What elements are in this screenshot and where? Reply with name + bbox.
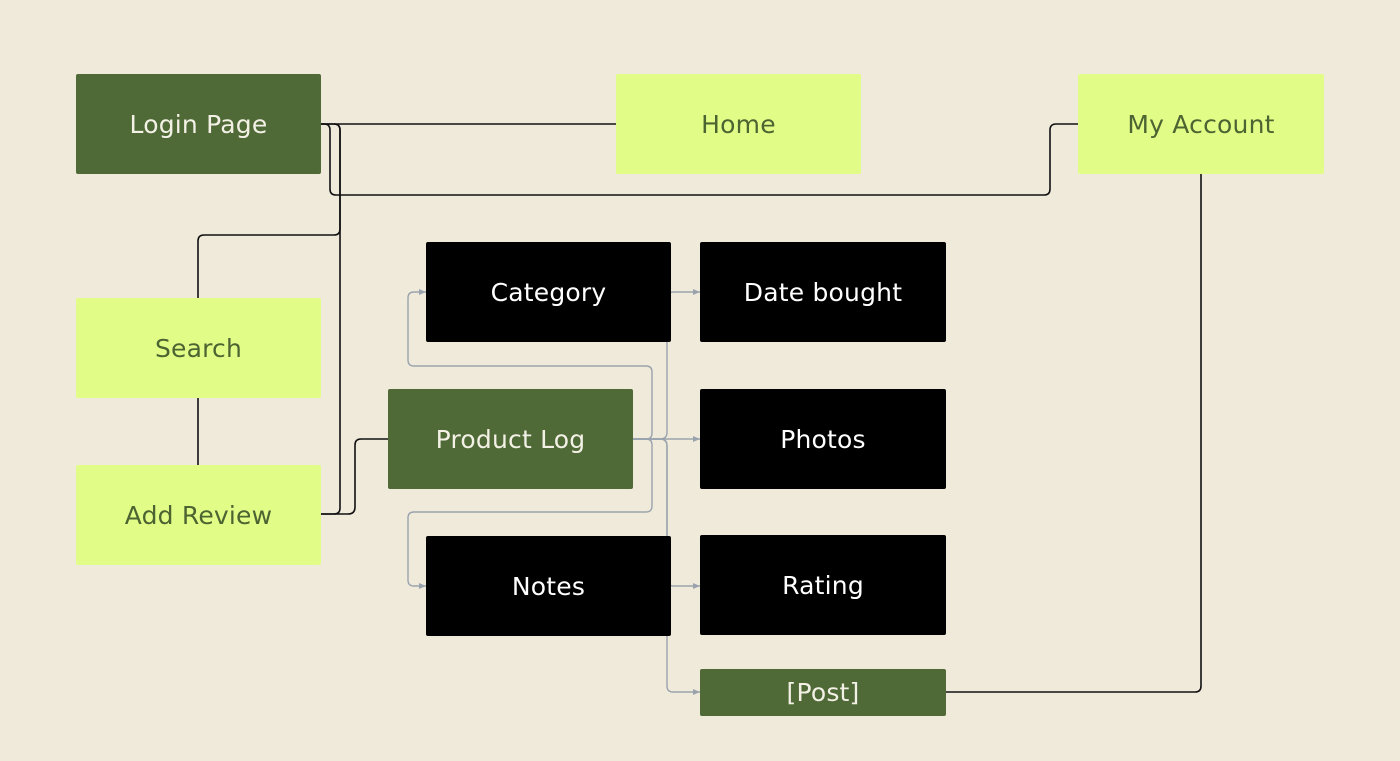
connector-login-account	[321, 123, 1078, 196]
notes-node[interactable]: Notes	[426, 536, 671, 636]
date-bought-node[interactable]: Date bought	[700, 242, 946, 342]
category-label: Category	[490, 277, 607, 307]
notes-label: Notes	[511, 571, 586, 601]
product-log-label: Product Log	[435, 424, 586, 454]
arrow-productlog-date	[633, 289, 700, 440]
rating-label: Rating	[782, 570, 864, 600]
my-account-label: My Account	[1127, 109, 1275, 139]
arrow-productlog-category	[407, 289, 653, 440]
home-label: Home	[701, 109, 776, 139]
category-node[interactable]: Category	[426, 242, 671, 342]
connector-review-productlog	[321, 438, 388, 515]
login-page-node[interactable]: Login Page	[76, 74, 321, 174]
rating-node[interactable]: Rating	[700, 535, 946, 635]
photos-label: Photos	[780, 424, 866, 454]
home-node[interactable]: Home	[616, 74, 861, 174]
add-review-node[interactable]: Add Review	[76, 465, 321, 565]
login-page-label: Login Page	[129, 109, 268, 139]
my-account-node[interactable]: My Account	[1078, 74, 1324, 174]
arrow-productlog-notes	[407, 438, 653, 589]
search-label: Search	[154, 333, 243, 363]
search-node[interactable]: Search	[76, 298, 321, 398]
add-review-label: Add Review	[124, 500, 273, 530]
product-log-node[interactable]: Product Log	[388, 389, 633, 489]
post-node[interactable]: [Post]	[700, 669, 946, 716]
photos-node[interactable]: Photos	[700, 389, 946, 489]
post-label: [Post]	[786, 678, 860, 707]
connector-post-account	[946, 174, 1202, 693]
date-bought-label: Date bought	[743, 277, 903, 307]
